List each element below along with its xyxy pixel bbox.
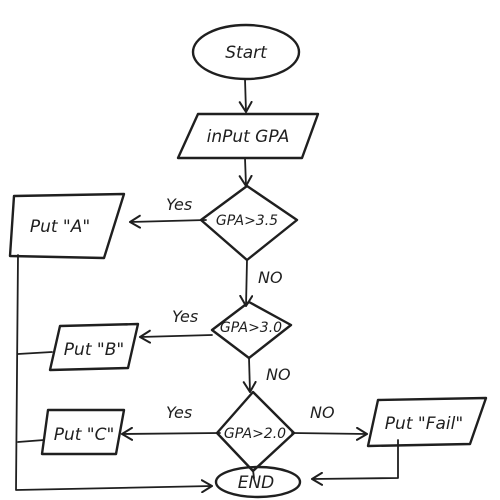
- input-node: inPut GPA: [176, 112, 320, 160]
- decision2-label: GPA>3.0: [220, 320, 282, 336]
- edge-decision1-no: [239, 259, 254, 307]
- end-label: END: [238, 473, 275, 493]
- edge-label-d3-no: NO: [310, 403, 335, 422]
- output-fail-label: Put "Fail": [385, 414, 463, 434]
- edge-left-rail: [15, 254, 213, 494]
- edge-c-to-rail: [17, 439, 45, 443]
- edge-decision2-yes: [139, 329, 213, 344]
- decision2-node: GPA>3.0: [210, 300, 293, 360]
- edge-start-to-input: [238, 78, 253, 113]
- decision3-node: GPA>2.0: [215, 390, 296, 473]
- output-fail-node: Put "Fail": [366, 396, 488, 448]
- edge-label-d2-no: NO: [266, 365, 291, 384]
- end-node: END: [214, 465, 302, 499]
- edge-decision3-yes: [121, 426, 221, 441]
- output-b-node: Put "B": [48, 322, 140, 372]
- decision1-node: GPA>3.5: [199, 184, 299, 262]
- start-label: Start: [225, 43, 268, 63]
- edge-decision1-yes: [129, 214, 207, 229]
- output-a-node: Put "A": [8, 192, 126, 260]
- edge-label-d1-no: NO: [258, 268, 283, 287]
- output-a-label: Put "A": [30, 217, 90, 237]
- decision3-label: GPA>2.0: [224, 426, 286, 442]
- edge-fail-to-end: [311, 439, 399, 486]
- decision1-label: GPA>3.5: [216, 213, 278, 229]
- start-node: Start: [191, 23, 301, 81]
- edge-label-d1-yes: Yes: [166, 195, 192, 214]
- edge-label-d3-yes: Yes: [166, 403, 192, 422]
- output-c-node: Put "C": [40, 408, 126, 456]
- output-b-label: Put "B": [64, 340, 124, 360]
- output-c-label: Put "C": [54, 425, 115, 445]
- edge-decision2-no: [242, 357, 257, 393]
- edge-label-d2-yes: Yes: [172, 307, 198, 326]
- edge-input-to-decision1: [238, 157, 253, 187]
- input-label: inPut GPA: [207, 127, 290, 147]
- edge-b-to-rail: [17, 351, 53, 355]
- edge-decision3-no: [291, 426, 368, 441]
